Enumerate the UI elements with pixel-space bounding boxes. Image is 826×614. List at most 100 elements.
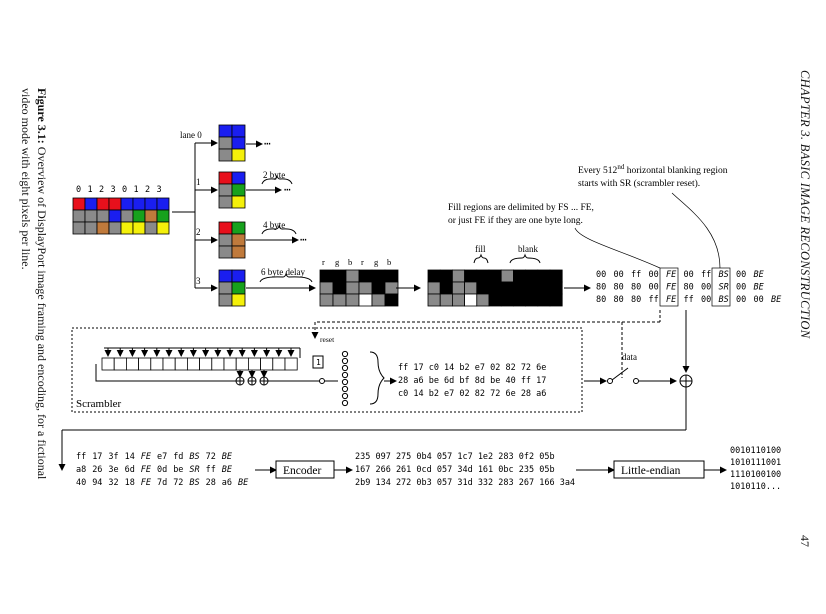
- output-taps: [341, 350, 397, 407]
- pixel-cell: [358, 269, 373, 283]
- hex-byte: 00: [736, 283, 746, 293]
- pixel-cell: [464, 293, 478, 307]
- pixel-index: 1: [88, 185, 93, 195]
- lfsr-cell: [101, 357, 115, 371]
- brace: [369, 351, 385, 405]
- pixel-cell: [371, 269, 386, 283]
- hex-byte: SR: [719, 283, 729, 293]
- pixel-cell: [218, 183, 233, 197]
- hex-byte: ff: [631, 270, 641, 280]
- pixel-index: 1: [134, 185, 139, 195]
- pixel-cell: [218, 281, 233, 295]
- pixel-cell: [332, 281, 347, 295]
- hex-byte: 00: [736, 270, 746, 280]
- pixel-cell: [231, 171, 246, 185]
- scrambled-byte: 94: [92, 478, 102, 488]
- hex-byte: 00: [649, 270, 659, 280]
- pixel-cell: [439, 281, 453, 295]
- hex-byte: BE: [771, 295, 782, 305]
- scrambled-byte: 32: [108, 478, 118, 488]
- sr-note-2: starts with SR (scrambler reset).: [578, 178, 700, 189]
- scrambled-byte: 3f: [108, 452, 118, 462]
- pixel-cell: [537, 281, 551, 295]
- hex-byte: BE: [754, 270, 765, 280]
- pixel-cell: [156, 221, 170, 235]
- pixel-index: 0: [76, 185, 81, 195]
- pixel-cell: [464, 281, 478, 295]
- scrambled-byte: FE: [141, 478, 152, 488]
- pixel-cell: [525, 281, 539, 295]
- scrambled-byte: fd: [173, 452, 183, 462]
- tap-node: [341, 392, 349, 400]
- pixel-cell: [358, 293, 373, 307]
- pixel-cell: [144, 197, 158, 211]
- pixel-cell: [218, 148, 233, 162]
- pixel-cell: [231, 148, 246, 162]
- pixel-cell: [156, 209, 170, 223]
- hex-byte: 00: [614, 270, 624, 280]
- pixel-cell: [231, 269, 246, 283]
- pixel-cell: [231, 124, 246, 138]
- bit-row: 1110100100: [730, 470, 781, 480]
- hex-byte: ff: [701, 270, 711, 280]
- scrambled-byte: FE: [141, 465, 152, 475]
- pixel-cell: [84, 221, 98, 235]
- delay-6: 6 byte delay: [261, 267, 305, 277]
- pixel-cell: [549, 293, 563, 307]
- lfsr-feedback: [95, 364, 236, 382]
- scrambled-byte: FE: [141, 452, 152, 462]
- pixel-cell: [231, 245, 246, 259]
- scrambled-byte: a6: [222, 478, 232, 488]
- pixel-cell: [108, 221, 122, 235]
- lfsr-cell: [138, 357, 152, 371]
- delay-2: 2 byte: [263, 170, 285, 180]
- pixel-cell: [371, 293, 386, 307]
- pixel-cell: [120, 221, 134, 235]
- pixel-cell: [231, 233, 246, 247]
- lfsr-register: [95, 347, 338, 386]
- pixel-cell: [513, 293, 527, 307]
- lfsr-cell: [174, 357, 188, 371]
- hex-byte: 80: [596, 283, 606, 293]
- pixel-cell: [537, 269, 551, 283]
- pixel-index: 2: [145, 185, 150, 195]
- hex-byte: BE: [754, 283, 765, 293]
- pixel-cell: [500, 281, 514, 295]
- scrambled-byte: 17: [92, 452, 102, 462]
- tap-node: [341, 378, 349, 386]
- fill-grid: [427, 269, 563, 307]
- pixel-cell: [476, 269, 490, 283]
- lfsr-cell: [272, 357, 286, 371]
- pixel-cell: [96, 197, 110, 211]
- hex-byte: ff: [684, 295, 694, 305]
- lfsr-cell: [113, 357, 127, 371]
- channel-label: b: [387, 257, 391, 267]
- pixel-cell: [108, 209, 122, 223]
- pixel-cell: [427, 281, 441, 295]
- scrambled-byte: BS: [189, 452, 199, 462]
- lfsr-cell: [162, 357, 176, 371]
- pixel-cell: [231, 293, 246, 307]
- scrambled-byte: e7: [157, 452, 167, 462]
- pixel-cell: [96, 209, 110, 223]
- pixel-cell: [319, 269, 334, 283]
- lane1-dots: ⋯: [284, 183, 291, 196]
- bit-row: 0010110100: [730, 446, 781, 456]
- pixel-cell: [345, 269, 360, 283]
- hex-byte: FE: [666, 283, 677, 293]
- lfsr-cell: [247, 357, 261, 371]
- pixel-cell: [476, 281, 490, 295]
- pixel-cell: [476, 293, 490, 307]
- pixel-cell: [427, 293, 441, 307]
- encoder-box: Encoder: [283, 465, 321, 477]
- scrambled-byte: 18: [125, 478, 135, 488]
- scrambled-byte: 40: [76, 478, 86, 488]
- pixel-cell: [488, 293, 502, 307]
- hex-byte: 00: [684, 270, 694, 280]
- pixel-index: 0: [122, 185, 127, 195]
- hex-byte: 00: [701, 283, 711, 293]
- pixel-cell: [120, 197, 134, 211]
- fill-label: fill: [475, 244, 486, 254]
